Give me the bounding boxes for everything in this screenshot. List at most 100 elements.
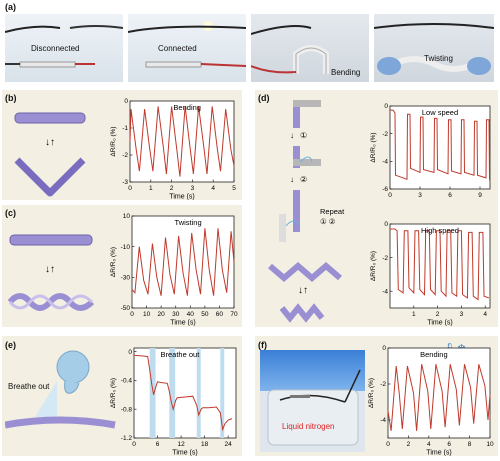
y-axis-label: ΔR/R₀ (%) (110, 247, 117, 277)
x-axis-label: Time (s) (169, 194, 194, 201)
panel-d-illustration: ↓ ① ↓ ② Repeat ① ② ↓↑ (268, 100, 345, 323)
shaded-region (149, 348, 156, 438)
panel-c-illustration: ↓↑ (7, 234, 95, 311)
step-2-label: ② (300, 175, 307, 184)
series-line (129, 106, 235, 177)
x-tick-label: 0 (386, 441, 390, 448)
x-tick-label: 9 (478, 192, 482, 199)
svg-text:↓: ↓ (290, 131, 294, 140)
x-tick-label: 0 (128, 185, 132, 192)
x-tick-label: 12 (177, 441, 185, 448)
x-tick-label: 24 (225, 441, 233, 448)
y-tick-label: 0 (124, 98, 128, 105)
x-tick-label: 1 (149, 185, 153, 192)
x-tick-label: 8 (468, 441, 472, 448)
y-tick-label: 0 (384, 221, 388, 228)
y-tick-label: 0 (384, 103, 388, 110)
shaded-region (169, 348, 176, 438)
chart-title: High speed (421, 226, 459, 235)
x-axis-label: Time (s) (426, 450, 451, 457)
series-line (133, 354, 233, 432)
y-tick-label: -2 (380, 381, 386, 388)
plot-area (387, 347, 491, 439)
x-tick-label: 0 (130, 311, 134, 318)
x-tick-label: 2 (436, 311, 440, 318)
y-axis-label: ΔR/R₀ (%) (370, 132, 377, 162)
container-illustration (267, 369, 361, 446)
y-tick-label: -0.8 (121, 406, 133, 413)
x-tick-label: 3 (460, 311, 464, 318)
chart-title: Low speed (422, 108, 458, 117)
x-tick-label: 50 (201, 311, 209, 318)
plot-area (389, 105, 491, 190)
y-tick-label: -50 (121, 305, 131, 312)
x-tick-label: 6 (156, 441, 160, 448)
shaded-region (196, 348, 201, 438)
series-line (390, 109, 491, 181)
repeat-label: Repeat (320, 207, 345, 216)
y-tick-label: -10 (121, 244, 131, 251)
bending-strip-illustration (251, 25, 329, 74)
x-tick-label: 4 (211, 185, 215, 192)
swap-arrows-icon: ↓↑ (45, 137, 55, 148)
panel-b-tag: (b) (5, 93, 17, 103)
svg-text:↓: ↓ (290, 175, 294, 184)
y-axis-label: ΔR/R₀ (%) (110, 378, 117, 408)
panel-e-illustration (5, 350, 116, 429)
plot-area (131, 215, 235, 309)
x-tick-label: 3 (418, 192, 422, 199)
x-tick-label: 4 (427, 441, 431, 448)
photo-label-bending: Bending (331, 68, 361, 77)
x-tick-label: 3 (191, 185, 195, 192)
y-tick-label: -1.2 (121, 435, 133, 442)
breathe-out-label: Breathe out (8, 382, 50, 391)
y-tick-label: -2 (382, 255, 388, 262)
x-tick-label: 6 (448, 192, 452, 199)
series-line (390, 228, 489, 301)
x-tick-label: 2 (407, 441, 411, 448)
photo-twisting: Twisting (374, 14, 494, 82)
panel-b-illustration: ↓↑ (14, 112, 86, 197)
y-tick-label: -3 (122, 179, 128, 186)
photo-disconnected: Disconnected (5, 14, 123, 82)
series-line (131, 228, 235, 296)
x-tick-label: 30 (172, 311, 180, 318)
x-tick-label: 60 (216, 311, 224, 318)
x-tick-label: 2 (170, 185, 174, 192)
y-tick-label: -2 (382, 131, 388, 138)
y-tick-label: 10 (123, 213, 131, 220)
step-1-label: ① (300, 131, 307, 140)
y-axis-label: ΔR/R₀ (%) (370, 251, 377, 281)
wires-illustration (128, 21, 246, 68)
chart-title: Bending (420, 350, 448, 359)
x-tick-label: 40 (187, 311, 195, 318)
chart-title: Bending (173, 103, 201, 112)
photo-liquid-nitrogen: Liquid nitrogen (260, 350, 365, 452)
y-tick-label: -4 (382, 288, 388, 295)
x-tick-label: 20 (158, 311, 166, 318)
shaded-region (220, 348, 225, 438)
panel-a: (a) Disconnected Connected Bending (0, 0, 500, 85)
y-axis-label: ΔR/R₀ (%) (368, 378, 375, 408)
panel-d-tag: (d) (258, 93, 270, 103)
x-tick-label: 0 (388, 192, 392, 199)
twisting-strip-illustration (374, 23, 494, 75)
wires-illustration (5, 25, 123, 68)
y-tick-label: -4 (380, 417, 386, 424)
x-tick-label: 10 (486, 441, 494, 448)
y-tick-label: -1 (122, 125, 128, 132)
x-tick-label: 10 (143, 311, 151, 318)
y-tick-label: -2 (122, 152, 128, 159)
x-tick-label: 70 (230, 311, 238, 318)
photo-label-connected: Connected (158, 44, 197, 53)
liquid-nitrogen-label: Liquid nitrogen (282, 422, 335, 431)
panel-a-tag: (a) (5, 2, 16, 12)
x-tick-label: 18 (201, 441, 209, 448)
chart-title: Breathe out (161, 350, 201, 359)
